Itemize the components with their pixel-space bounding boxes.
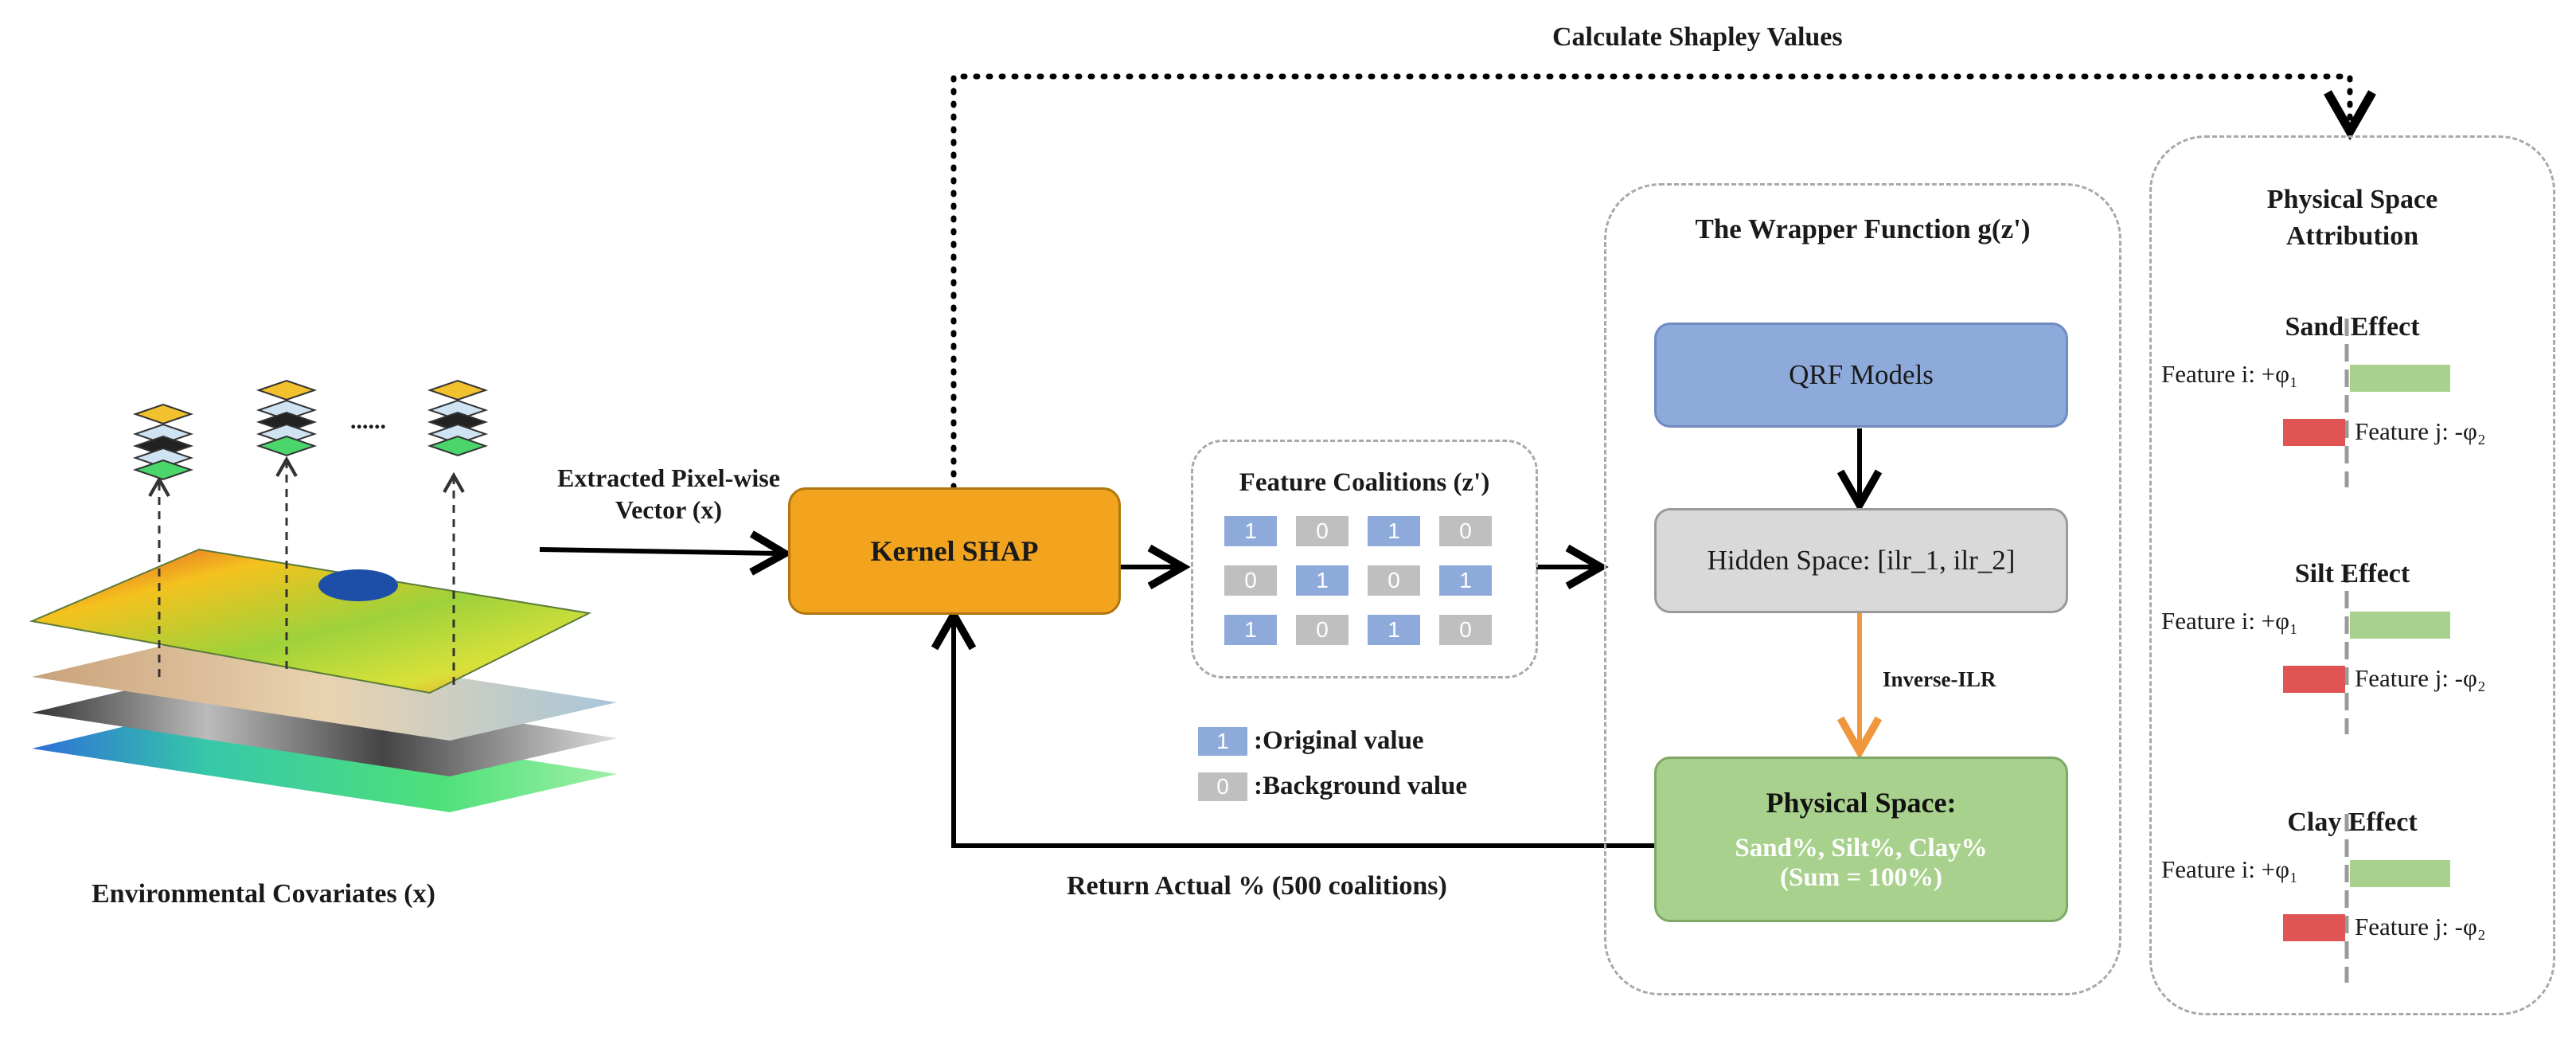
coalition-cell: 0	[1296, 516, 1348, 546]
shapley-dotted-arrow	[950, 73, 2376, 491]
attribution-panel	[2149, 135, 2555, 1015]
arrow-return-to-kernel	[931, 607, 1654, 848]
effect-positive-bar	[2350, 365, 2450, 392]
raster-layer-map	[29, 548, 592, 694]
layer-stack-icon-2	[256, 379, 318, 457]
wrapper-function-panel	[1604, 183, 2121, 995]
kernel-shap-box[interactable]: Kernel SHAP	[788, 487, 1121, 615]
effect-positive-bar	[2350, 612, 2450, 639]
effect-negative-bar	[2283, 914, 2345, 941]
effect-title: Clay Effect	[2287, 807, 2418, 837]
attribution-title: Physical Space Attribution	[2149, 182, 2555, 255]
coalition-cell: 1	[1439, 565, 1492, 596]
coalition-cell: 1	[1296, 565, 1348, 596]
coalition-cell: 1	[1224, 516, 1277, 546]
layer-stack-icon-1	[132, 403, 194, 481]
return-label: Return Actual % (500 coalitions)	[1067, 871, 1447, 901]
covariates-caption: Environmental Covariates (x)	[92, 879, 435, 909]
coalition-cell: 1	[1368, 516, 1420, 546]
effect-negative-label: Feature j: -φ₂	[2355, 913, 2486, 940]
effect-positive-label: Feature i: +φ₁	[2161, 607, 2298, 635]
effect-positive-label: Feature i: +φ₁	[2161, 360, 2298, 388]
coalition-cell: 0	[1439, 615, 1492, 645]
vector-arrow-label-line2: Vector (x)	[615, 495, 723, 524]
raster-water-patch	[318, 569, 398, 601]
legend-background-label: :Background value	[1254, 772, 1468, 800]
effect-title: Sand Effect	[2285, 312, 2420, 342]
covariate-raster-stack	[29, 548, 617, 812]
physical-space-box[interactable]: Physical Space: Sand%, Silt%, Clay% (Sum…	[1654, 757, 2068, 922]
hidden-space-box[interactable]: Hidden Space: [ilr_1, ilr_2]	[1654, 508, 2068, 613]
effect-positive-bar	[2350, 860, 2450, 887]
legend-original-label: :Original value	[1254, 726, 1424, 755]
effect-title: Silt Effect	[2294, 559, 2410, 588]
coalition-cell: 0	[1296, 615, 1348, 645]
arrow-vector-to-kernel	[539, 530, 793, 576]
physical-space-line1: Sand%, Silt%, Clay%	[1735, 834, 1988, 862]
inverse-ilr-label: Inverse-ILR	[1883, 667, 1996, 691]
layer-stack-icon-3	[427, 379, 489, 457]
feature-coalitions-panel	[1191, 440, 1538, 678]
attribution-title-line2: Attribution	[2285, 221, 2419, 251]
legend-original-swatch: 1	[1198, 727, 1247, 756]
coalition-cell: 0	[1224, 565, 1277, 596]
coalition-cell: 1	[1368, 615, 1420, 645]
wrapper-title: The Wrapper Function g(z')	[1695, 213, 2031, 244]
effect-negative-label: Feature j: -φ₂	[2355, 664, 2486, 692]
legend-background-swatch: 0	[1198, 772, 1247, 801]
attribution-title-line1: Physical Space	[2266, 185, 2438, 214]
vector-arrow-label: Extracted Pixel-wise Vector (x)	[529, 462, 808, 526]
vector-arrow-label-line1: Extracted Pixel-wise	[557, 463, 780, 492]
ellipsis: ......	[350, 408, 386, 434]
coalition-cell: 0	[1439, 516, 1492, 546]
coalition-cell: 1	[1224, 615, 1277, 645]
effect-negative-bar	[2283, 419, 2345, 446]
qrf-models-box[interactable]: QRF Models	[1654, 323, 2068, 428]
top-title: Calculate Shapley Values	[1552, 22, 1843, 52]
effect-positive-label: Feature i: +φ₁	[2161, 855, 2298, 883]
coalitions-title: Feature Coalitions (z')	[1239, 468, 1490, 497]
physical-space-line2: (Sum = 100%)	[1780, 863, 1942, 892]
raster-layer-tan	[32, 637, 617, 741]
effect-negative-label: Feature j: -φ₂	[2355, 417, 2486, 445]
effect-negative-bar	[2283, 666, 2345, 693]
physical-space-title: Physical Space:	[1766, 787, 1957, 819]
coalition-cell: 0	[1368, 565, 1420, 596]
